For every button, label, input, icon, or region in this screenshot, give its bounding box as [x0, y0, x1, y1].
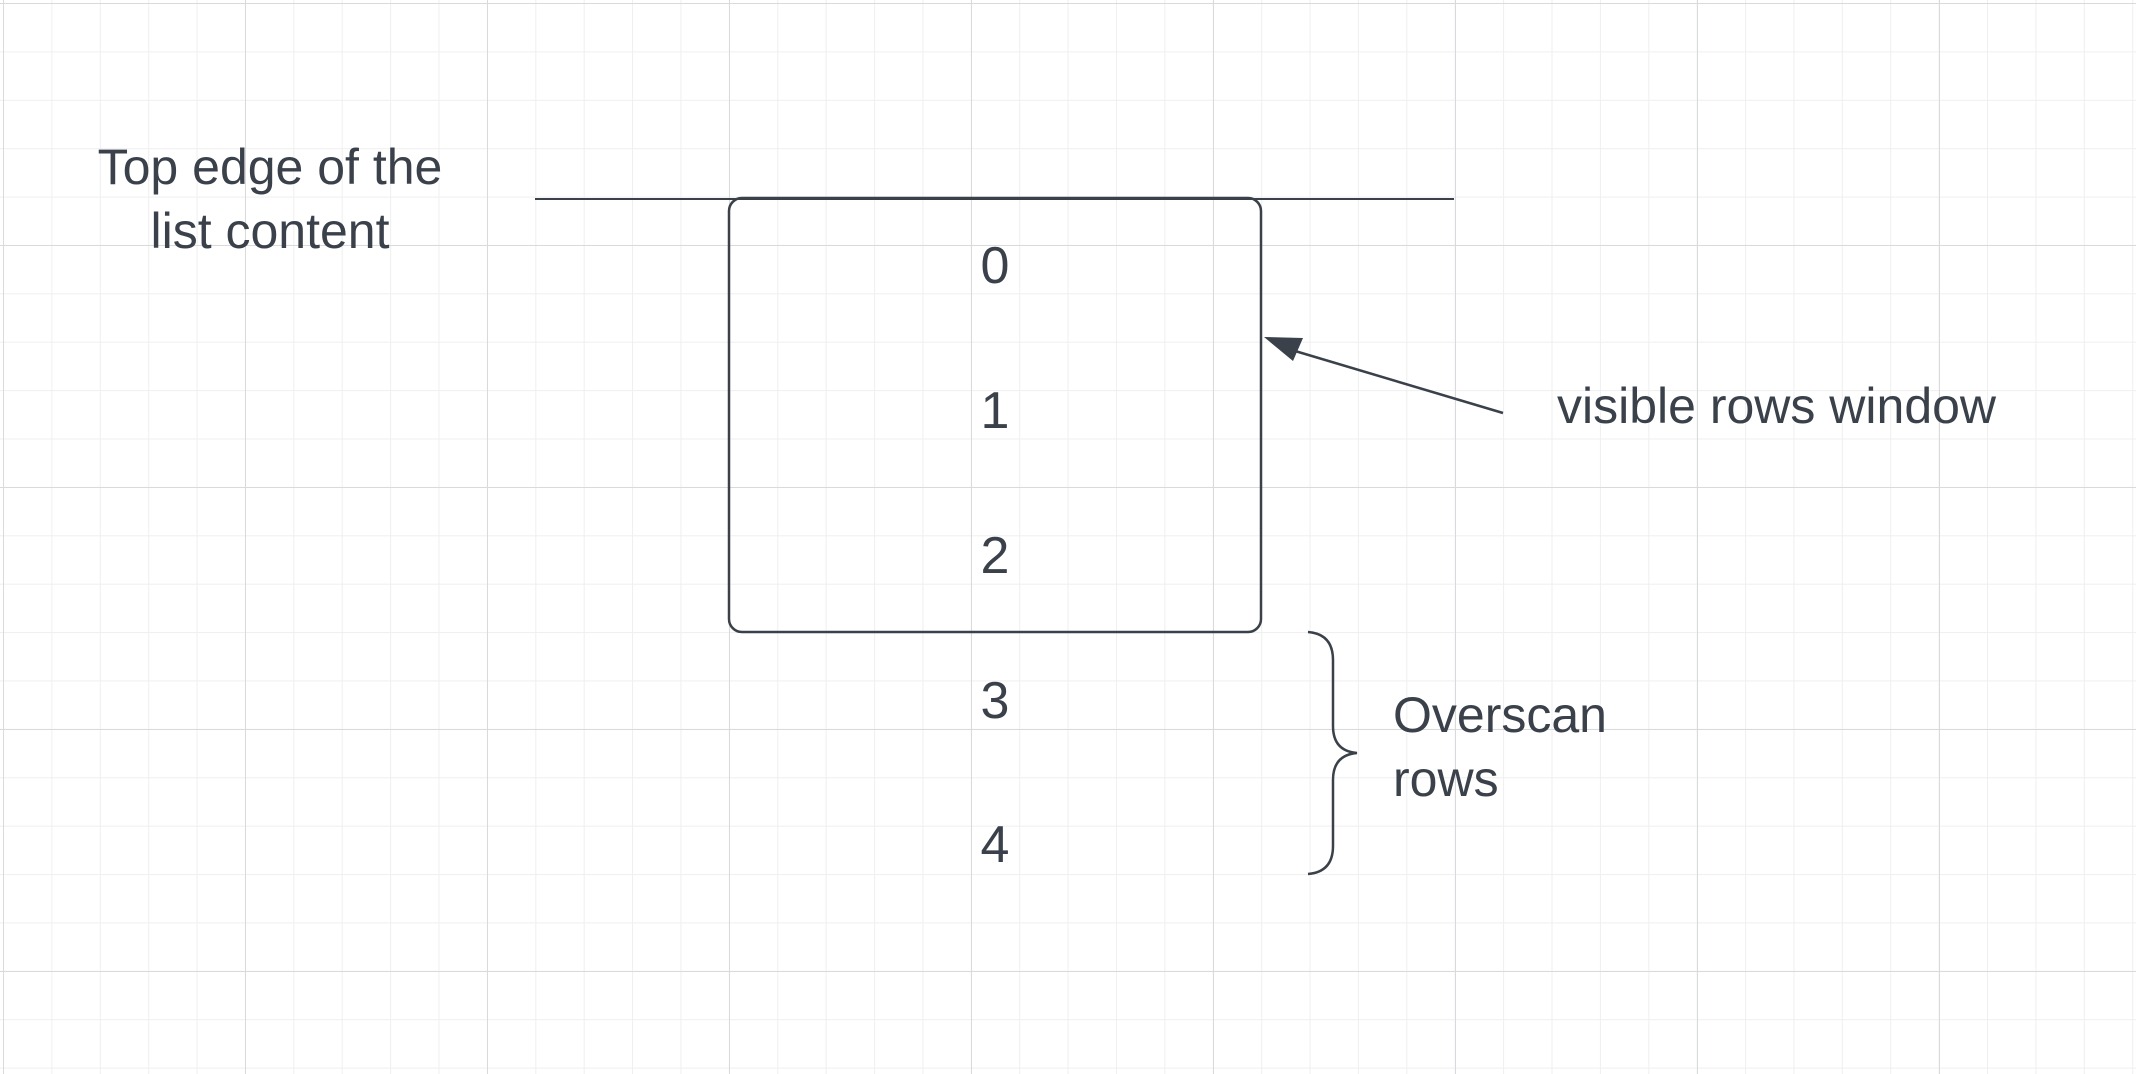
row-number-3: 3 — [980, 672, 1010, 730]
arrow-head-icon — [1264, 337, 1303, 361]
row-number-2: 2 — [980, 527, 1010, 585]
top-edge-label: Top edge of the list content — [97, 139, 443, 259]
visible-rows-window — [727, 196, 1263, 634]
row-number-0: 0 — [980, 237, 1010, 295]
visible-rows-window-label: visible rows window — [1557, 378, 1997, 434]
overscan-brace — [1307, 630, 1358, 876]
arrow-line — [1284, 346, 1504, 415]
row-number-1: 1 — [980, 382, 1010, 440]
overscan-rows-label: Overscan rows — [1393, 687, 1607, 807]
row-number-4: 4 — [980, 816, 1010, 874]
